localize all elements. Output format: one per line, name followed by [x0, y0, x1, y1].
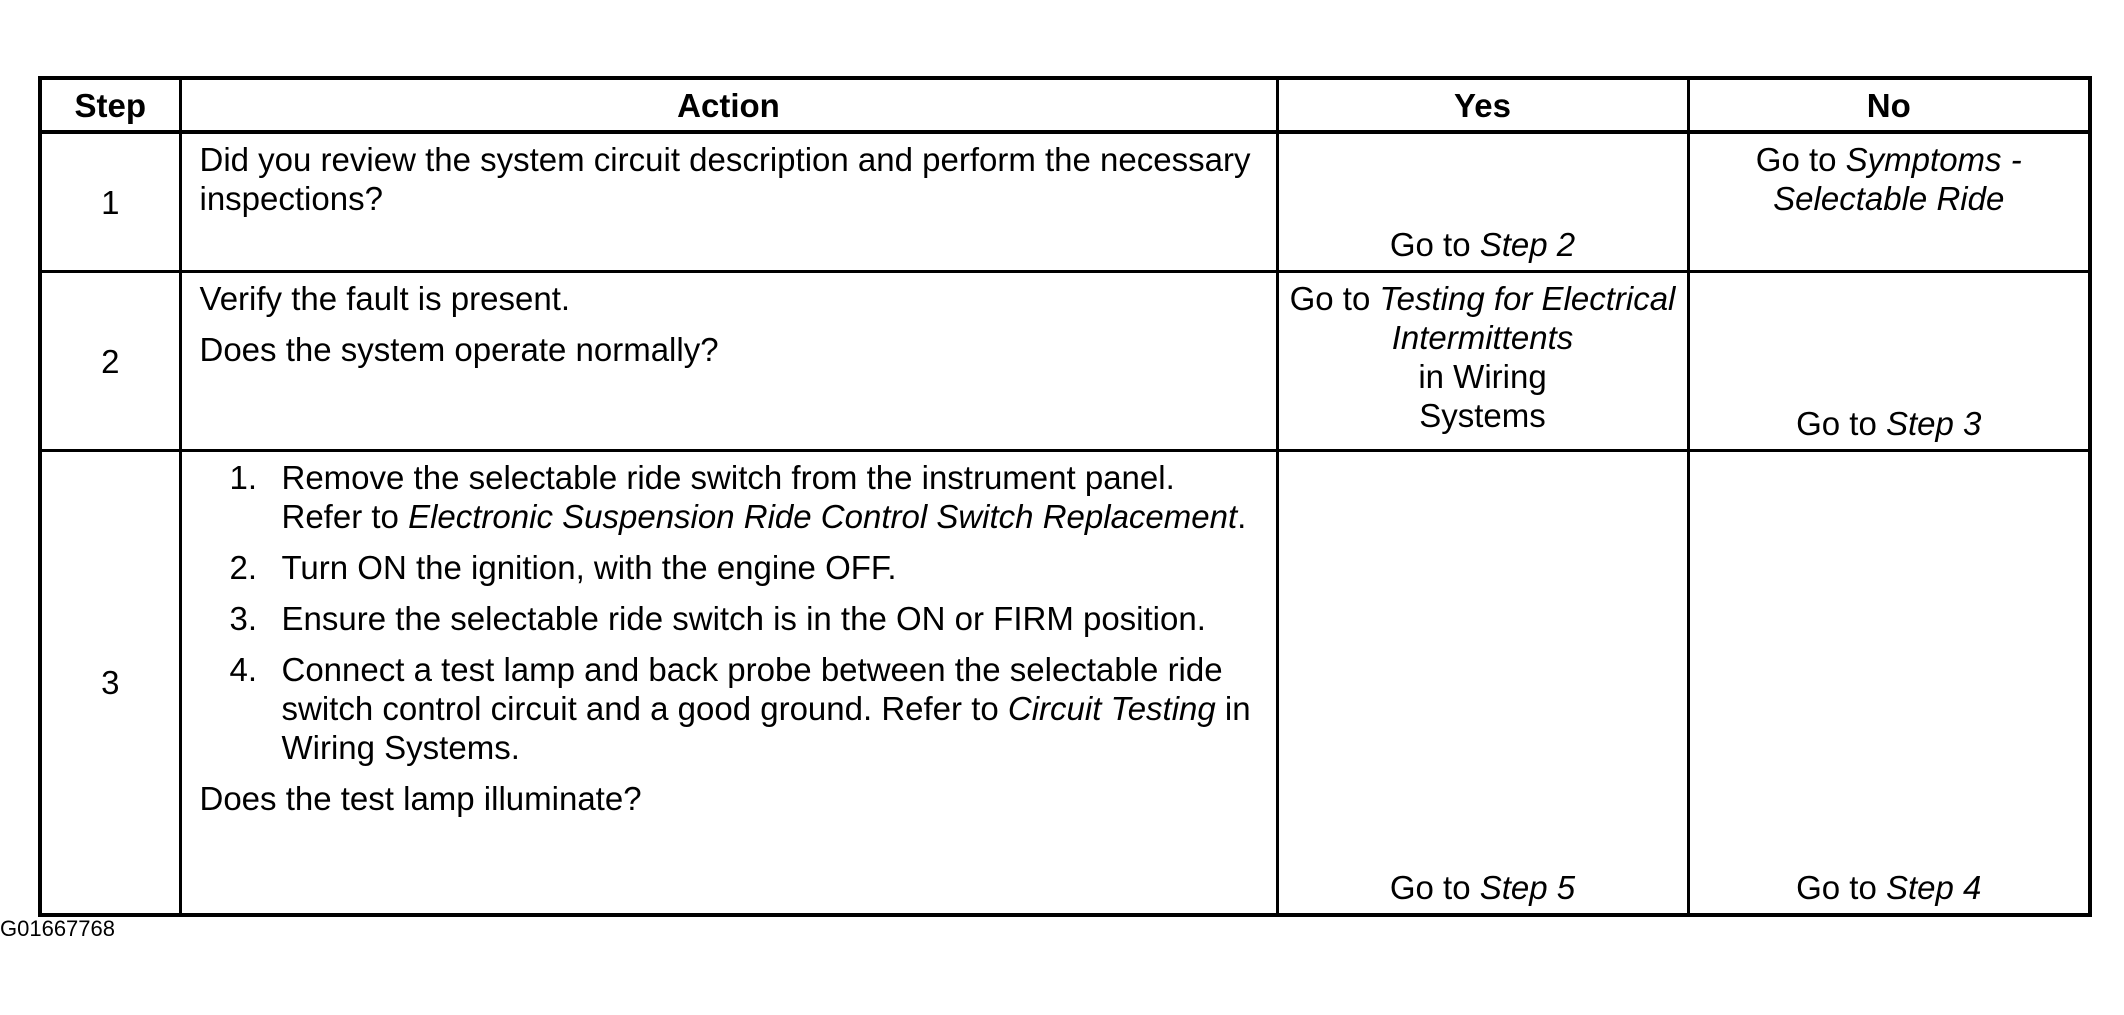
yes-result: Go to Testing for Electrical Intermitten… — [1285, 273, 1681, 435]
table-row: 2 Verify the fault is present. Does the … — [38, 270, 2092, 452]
no-prefix: Go to — [1796, 405, 1886, 442]
yes-link[interactable]: Step 5 — [1479, 869, 1576, 906]
step-number: 2 — [38, 270, 182, 452]
substep-text: Connect a test lamp and back probe betwe… — [281, 651, 1223, 727]
yes-prefix: Go to — [1389, 869, 1480, 906]
substep-number: 3. — [229, 600, 258, 637]
no-prefix: Go to — [1796, 869, 1886, 906]
no-result: Go to Step 3 — [1696, 404, 2083, 443]
diagnostic-table: Step Action Yes No 1 Did you review the … — [38, 76, 2092, 917]
substep-text: Turn ON the ignition, with the engine OF… — [281, 549, 897, 586]
step-number: 1 — [38, 130, 182, 273]
action-cell: 1. Remove the selectable ride switch fro… — [178, 449, 1279, 917]
figure-id: G01667768 — [0, 916, 115, 941]
header-no: No — [1686, 76, 2092, 134]
header-yes: Yes — [1275, 76, 1690, 134]
no-prefix: Go to — [1755, 141, 1846, 178]
yes-link[interactable]: Testing for Electrical Intermittents — [1379, 280, 1676, 356]
action-text: Did you review the system circuit descri… — [199, 141, 1251, 217]
no-result: Go to Step 4 — [1696, 868, 2083, 907]
no-link[interactable]: Symptoms - Selectable Ride — [1773, 141, 2022, 217]
header-row: Step Action Yes No — [38, 76, 2092, 134]
list-item: 1. Remove the selectable ride switch fro… — [200, 458, 1262, 536]
yes-prefix: Go to — [1289, 280, 1380, 317]
no-link[interactable]: Step 4 — [1885, 869, 1982, 906]
action-question: Does the system operate normally? — [199, 331, 719, 368]
no-cell: Go to Symptoms - Selectable Ride — [1686, 130, 2092, 273]
action-instruction: Verify the fault is present. — [199, 280, 571, 317]
header-action: Action — [178, 76, 1279, 134]
yes-cell: Go to Step 5 — [1275, 449, 1690, 917]
yes-cell: Go to Step 2 — [1275, 130, 1690, 273]
yes-result: Go to Step 5 — [1285, 868, 1681, 907]
substep-text-after: . — [1237, 498, 1247, 535]
list-item: 2. Turn ON the ignition, with the engine… — [200, 548, 1262, 587]
step-number: 3 — [38, 449, 182, 917]
substep-number: 1. — [229, 459, 258, 496]
header-step: Step — [38, 76, 182, 134]
table-row: 1 Did you review the system circuit desc… — [38, 130, 2092, 273]
substep-reference[interactable]: Electronic Suspension Ride Control Switc… — [408, 498, 1238, 535]
action-cell: Did you review the system circuit descri… — [178, 130, 1279, 273]
yes-result: Go to Step 2 — [1285, 225, 1681, 264]
action-question: Does the test lamp illuminate? — [199, 780, 642, 817]
no-link[interactable]: Step 3 — [1885, 405, 1982, 442]
yes-suffix: in Wiring Systems — [1418, 358, 1547, 434]
no-cell: Go to Step 3 — [1686, 270, 2092, 452]
yes-link[interactable]: Step 2 — [1479, 226, 1576, 263]
substep-text: Ensure the selectable ride switch is in … — [281, 600, 1206, 637]
substep-number: 4. — [229, 651, 258, 688]
list-item: 4. Connect a test lamp and back probe be… — [200, 650, 1262, 767]
action-cell: Verify the fault is present. Does the sy… — [178, 270, 1279, 452]
substep-list: 1. Remove the selectable ride switch fro… — [200, 458, 1262, 767]
yes-prefix: Go to — [1389, 226, 1480, 263]
substep-text: Remove the selectable ride switch from t… — [281, 459, 1175, 535]
substep-text-after: in Wiring Systems. — [281, 690, 1251, 766]
table-row: 3 1. Remove the selectable ride switch f… — [38, 449, 2092, 917]
yes-cell: Go to Testing for Electrical Intermitten… — [1275, 270, 1690, 452]
list-item: 3. Ensure the selectable ride switch is … — [200, 599, 1262, 638]
substep-reference[interactable]: Circuit Testing — [1007, 690, 1216, 727]
no-cell: Go to Step 4 — [1686, 449, 2092, 917]
no-result: Go to Symptoms - Selectable Ride — [1696, 134, 2083, 218]
substep-number: 2. — [229, 549, 258, 586]
